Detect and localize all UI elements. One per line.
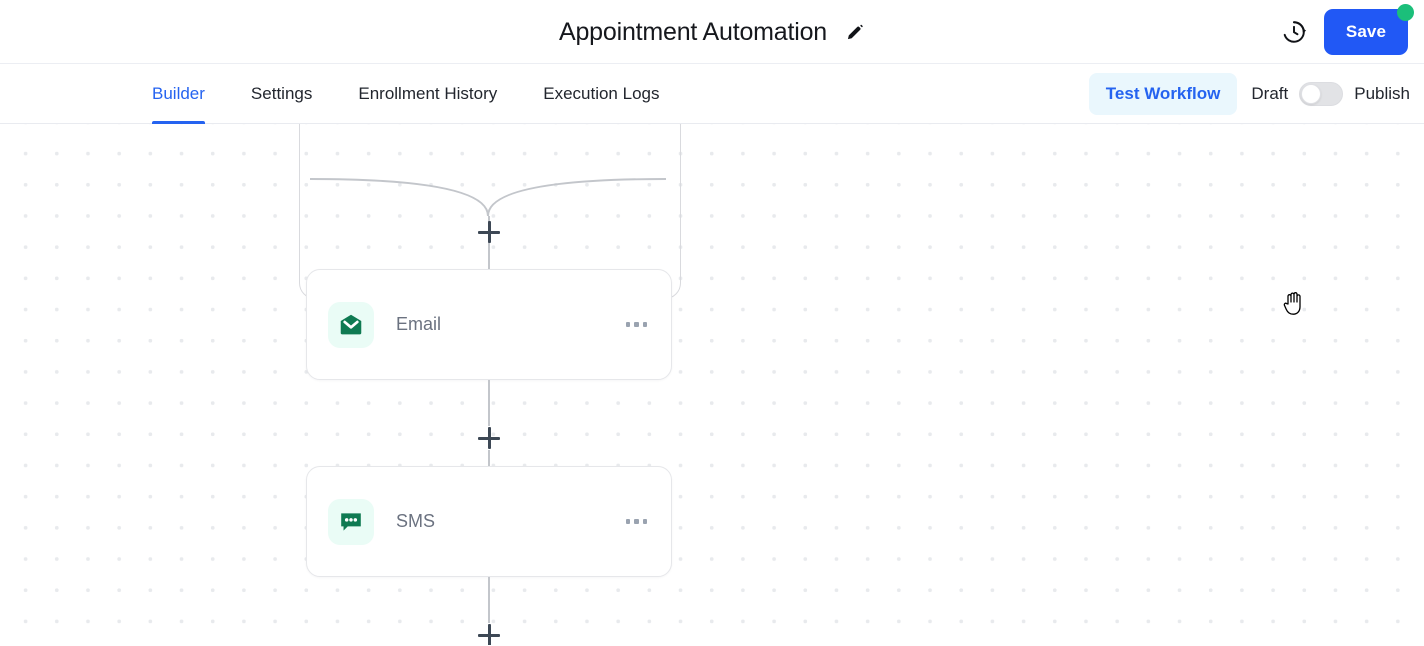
draft-label: Draft [1251,84,1289,103]
envelope-icon [328,301,374,348]
title-group: Appointment Automation [0,0,1424,64]
tab-enrollment-history-label: Enrollment History [358,83,498,103]
clock-history-icon[interactable] [1280,18,1308,46]
header-actions: Save [1280,0,1414,64]
publish-toggle[interactable] [1299,82,1344,106]
add-step-button-between-email-sms[interactable] [478,427,500,449]
draft-publish-toggle-group: Draft Publish [1251,82,1410,106]
node-email-kebab-menu-icon[interactable] [624,316,650,333]
node-sms[interactable]: SMS [306,466,672,577]
tab-bar-actions: Test Workflow Draft Publish [1088,64,1410,124]
add-step-button-above-email[interactable] [478,221,500,243]
tab-bar: Builder Settings Enrollment History Exec… [0,64,1424,124]
tab-list: Builder Settings Enrollment History Exec… [152,64,705,124]
tab-settings[interactable]: Settings [251,64,312,124]
tab-execution-logs-label: Execution Logs [543,83,660,103]
workflow-canvas[interactable]: Email SMS [0,124,1424,645]
publish-label: Publish [1354,84,1410,103]
connector-plus-to-email [488,244,490,270]
save-button[interactable]: Save [1323,9,1408,55]
unsaved-changes-badge [1397,4,1414,21]
tab-enrollment-history[interactable]: Enrollment History [358,64,497,124]
tab-builder-label: Builder [152,83,205,103]
test-workflow-button[interactable]: Test Workflow [1088,73,1238,115]
add-step-button-below-sms[interactable] [478,624,500,645]
tab-builder[interactable]: Builder [152,64,205,124]
node-sms-label: SMS [396,511,436,531]
node-sms-kebab-menu-icon[interactable] [624,513,650,530]
app-header: Appointment Automation Save [0,0,1424,64]
tab-settings-label: Settings [250,83,313,103]
connector-email-to-sms-bottom [488,450,490,466]
node-email[interactable]: Email [306,269,672,380]
node-email-label: Email [396,314,442,334]
publish-toggle-knob [1301,84,1322,104]
branch-merge-connector [309,178,667,217]
tab-execution-logs[interactable]: Execution Logs [543,64,659,124]
save-button-wrapper: Save [1323,4,1414,55]
chat-bubble-icon [328,498,374,545]
connector-sms-to-next-top [488,577,490,623]
connector-email-to-sms-top [488,380,490,426]
page-title: Appointment Automation [559,17,827,46]
pencil-icon[interactable] [843,21,865,43]
